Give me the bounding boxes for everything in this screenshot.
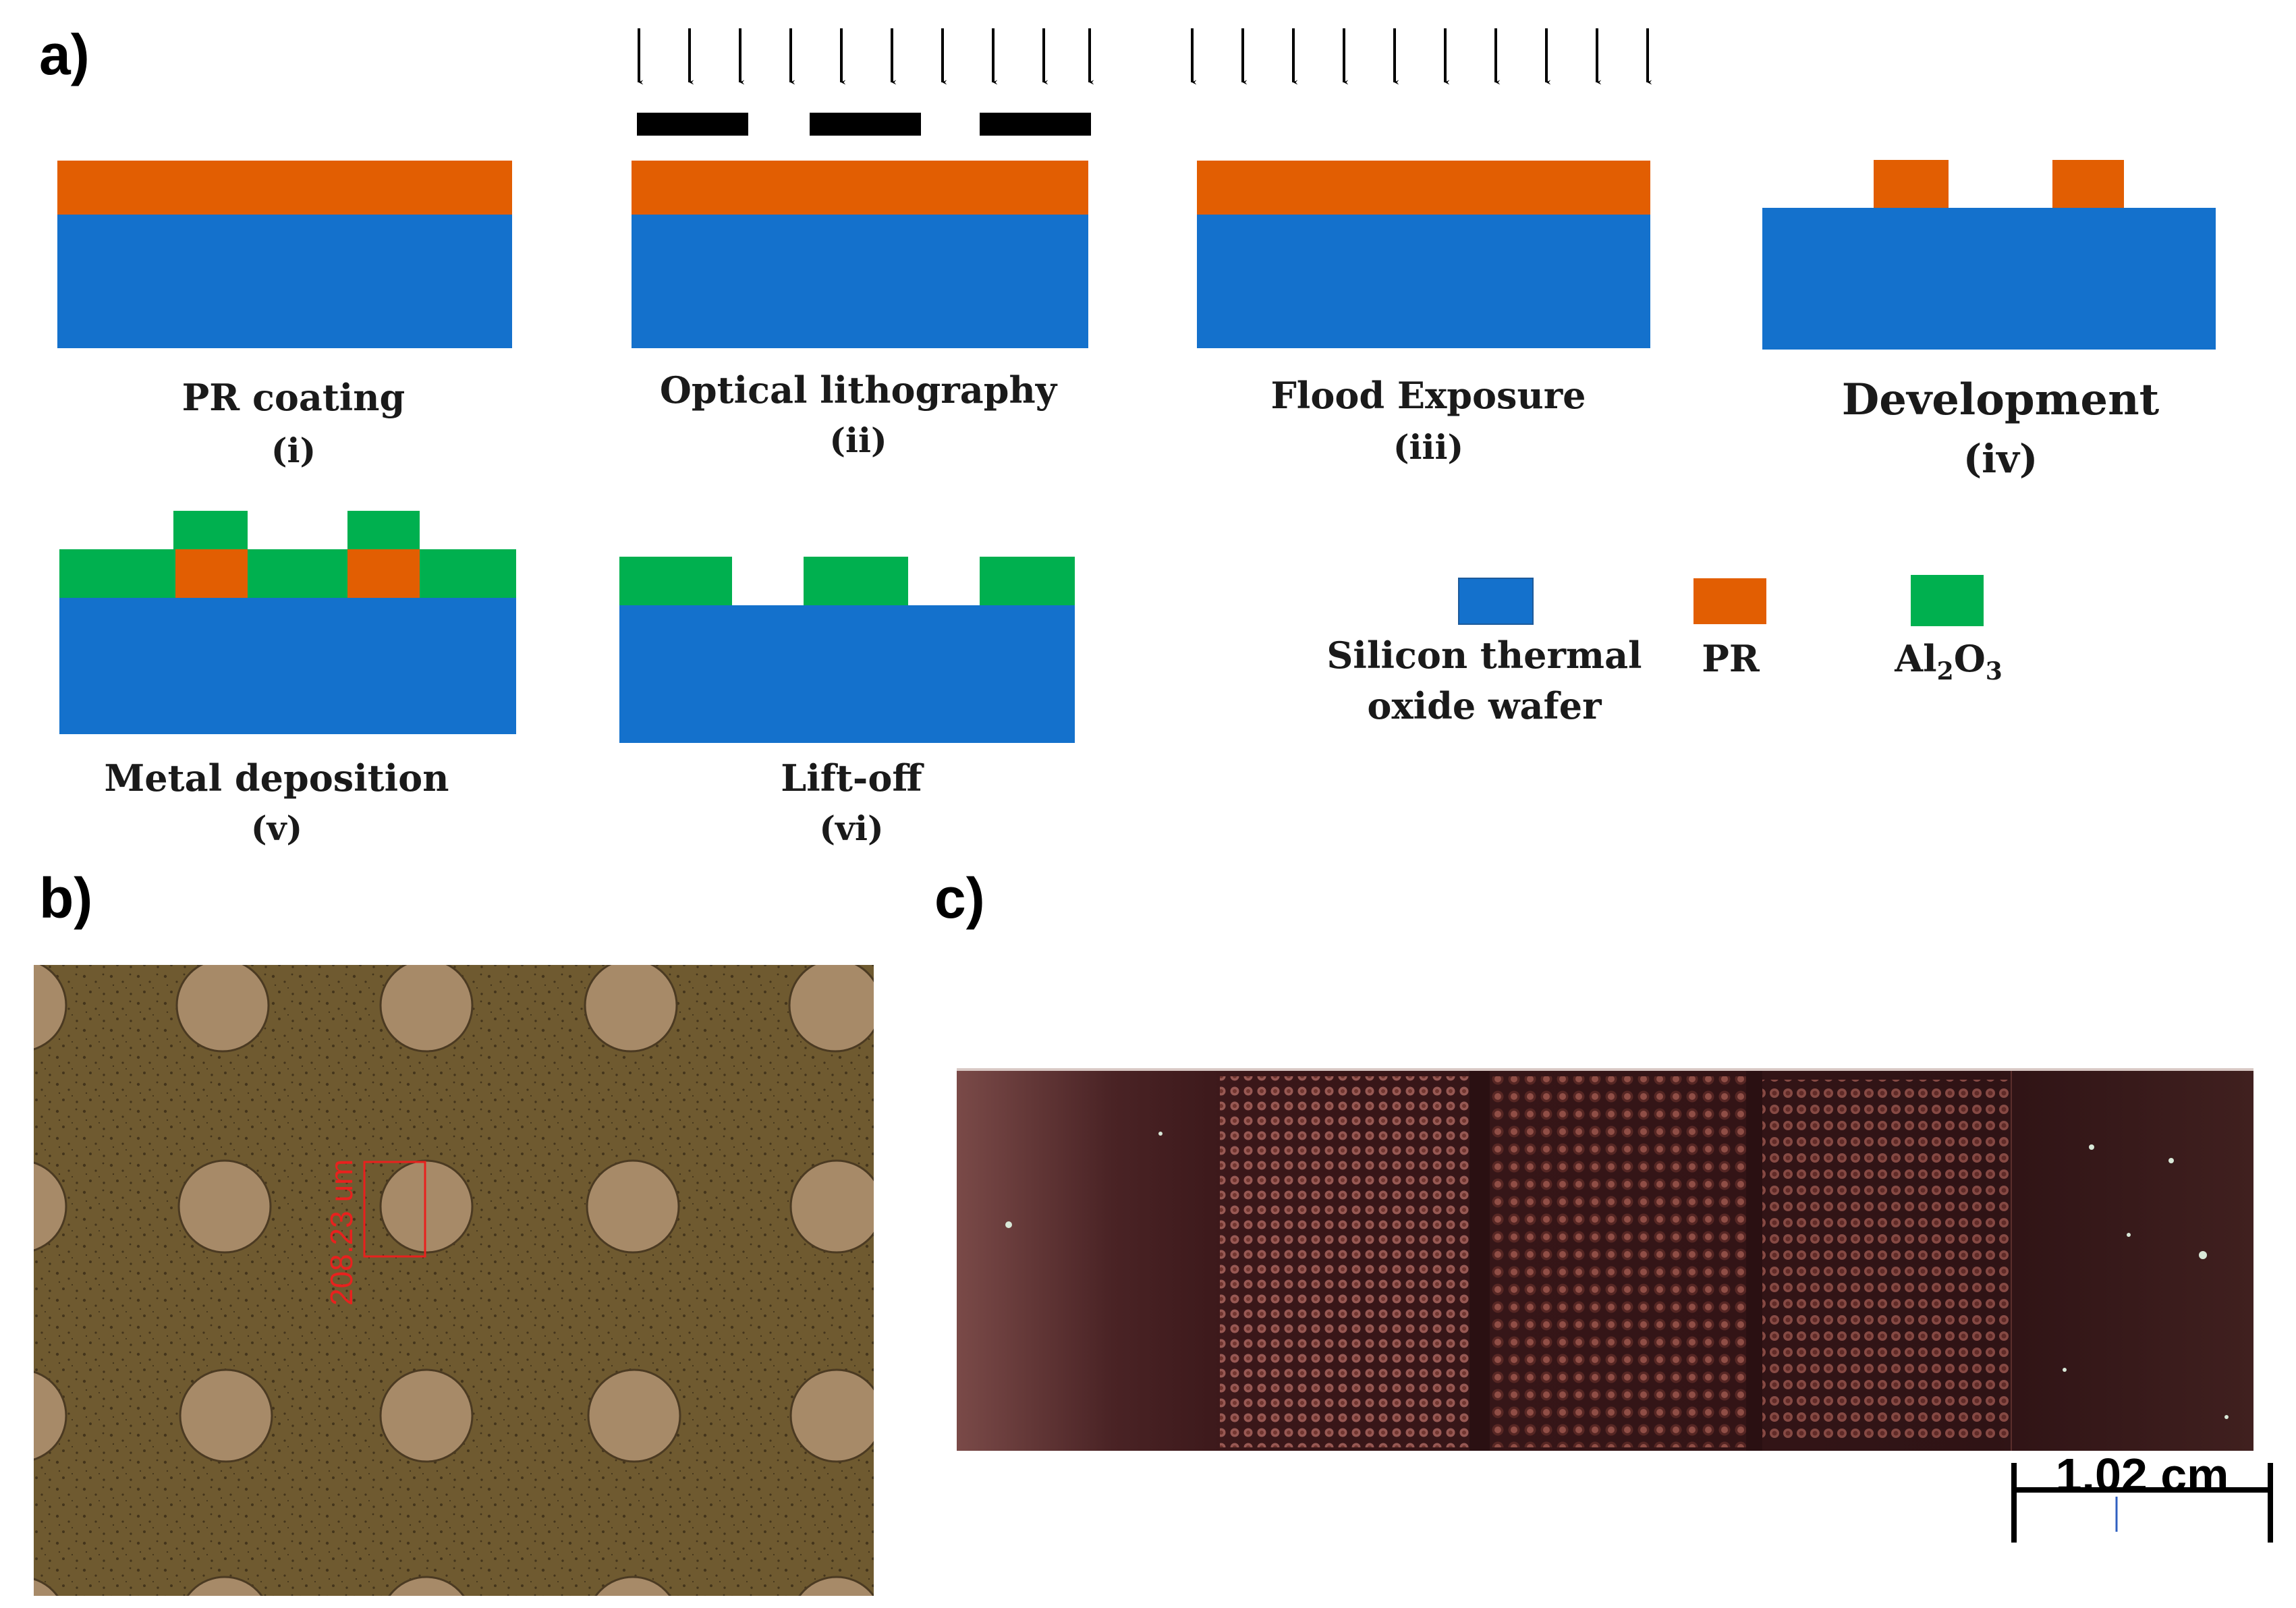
pr-pillar	[1874, 160, 1949, 208]
panel-label-c: c)	[934, 866, 985, 930]
step-name: Lift-off	[781, 756, 924, 800]
mask-bar	[810, 113, 921, 136]
uv-arrows	[1191, 28, 1652, 85]
legend-swatch-al2o3	[1911, 575, 1984, 626]
step-lift-off	[619, 557, 1075, 743]
pr-layer	[57, 161, 512, 215]
wafer-layer	[1762, 208, 2216, 350]
micro-dot-row	[34, 1368, 874, 1463]
legend-swatch-pr	[1693, 578, 1766, 624]
step-number: (iii)	[1393, 427, 1463, 467]
wafer-layer	[57, 215, 512, 348]
step-name: Optical lithography	[660, 368, 1058, 412]
sample-photo	[957, 1068, 2253, 1451]
step-name: Metal deposition	[105, 756, 449, 800]
pr-layer	[632, 161, 1088, 215]
photomask	[637, 113, 1091, 136]
step-number: (iv)	[1963, 436, 2038, 482]
al2o3-cap	[173, 511, 248, 549]
pr-pillar	[2052, 160, 2124, 208]
step-number: (v)	[251, 808, 302, 848]
step-flood-exposure	[1191, 28, 1652, 348]
step-optical-lithography	[632, 28, 1094, 348]
step-name: Flood Exposure	[1270, 374, 1586, 417]
step-pr-coating	[57, 161, 512, 348]
legend-label-pr: PR	[1702, 637, 1760, 680]
wafer-layer	[59, 598, 516, 734]
al2o3-cap	[347, 511, 420, 549]
scale-bar: 1.02 cm	[2011, 1449, 2273, 1543]
pr-layer	[1197, 161, 1650, 215]
step-captions: PR coating (i) Optical lithography (ii) …	[105, 368, 2160, 848]
mask-bar	[980, 113, 1091, 136]
uv-arrows	[638, 28, 1094, 85]
wafer-layer	[619, 605, 1075, 743]
measurement-label: 208.23 um	[324, 1159, 359, 1306]
panel-label-b: b)	[39, 866, 92, 930]
step-name: Development	[1842, 375, 2160, 425]
wafer-layer	[1197, 215, 1650, 348]
micro-dot-row	[34, 965, 874, 1053]
panel-label-a: a)	[39, 23, 90, 86]
micro-dot-row	[34, 1576, 874, 1596]
legend-label-wafer: Silicon thermal	[1326, 634, 1642, 677]
dimple-array	[1490, 1076, 1746, 1447]
al2o3-pad	[980, 557, 1075, 605]
step-name: PR coating	[182, 376, 405, 419]
micro-dot-row	[34, 1159, 874, 1254]
step-number: (ii)	[829, 420, 887, 460]
step-development	[1762, 160, 2216, 350]
optical-micrograph: 208.23 um	[34, 965, 874, 1596]
wafer-layer	[632, 215, 1088, 348]
step-number: (vi)	[819, 808, 883, 848]
al2o3-pad	[619, 557, 732, 605]
al2o3-pad	[804, 557, 908, 605]
dimple-array	[1762, 1080, 2009, 1444]
legend-swatch-wafer	[1458, 578, 1534, 625]
mask-bar	[637, 113, 748, 136]
pr-pillar	[347, 549, 420, 598]
pr-pillar	[175, 549, 248, 598]
measurement-box	[363, 1161, 426, 1258]
step-number: (i)	[271, 431, 316, 470]
al2o3-layer	[59, 549, 516, 598]
step-metal-deposition	[59, 511, 516, 734]
scale-bar-label: 1.02 cm	[2056, 1449, 2229, 1501]
dimple-array	[1220, 1076, 1469, 1447]
legend-label-al2o3: Al2O3	[1894, 637, 2003, 686]
legend: Silicon thermal oxide wafer PR Al2O3	[1326, 575, 2003, 727]
legend-label-wafer: oxide wafer	[1367, 684, 1602, 727]
